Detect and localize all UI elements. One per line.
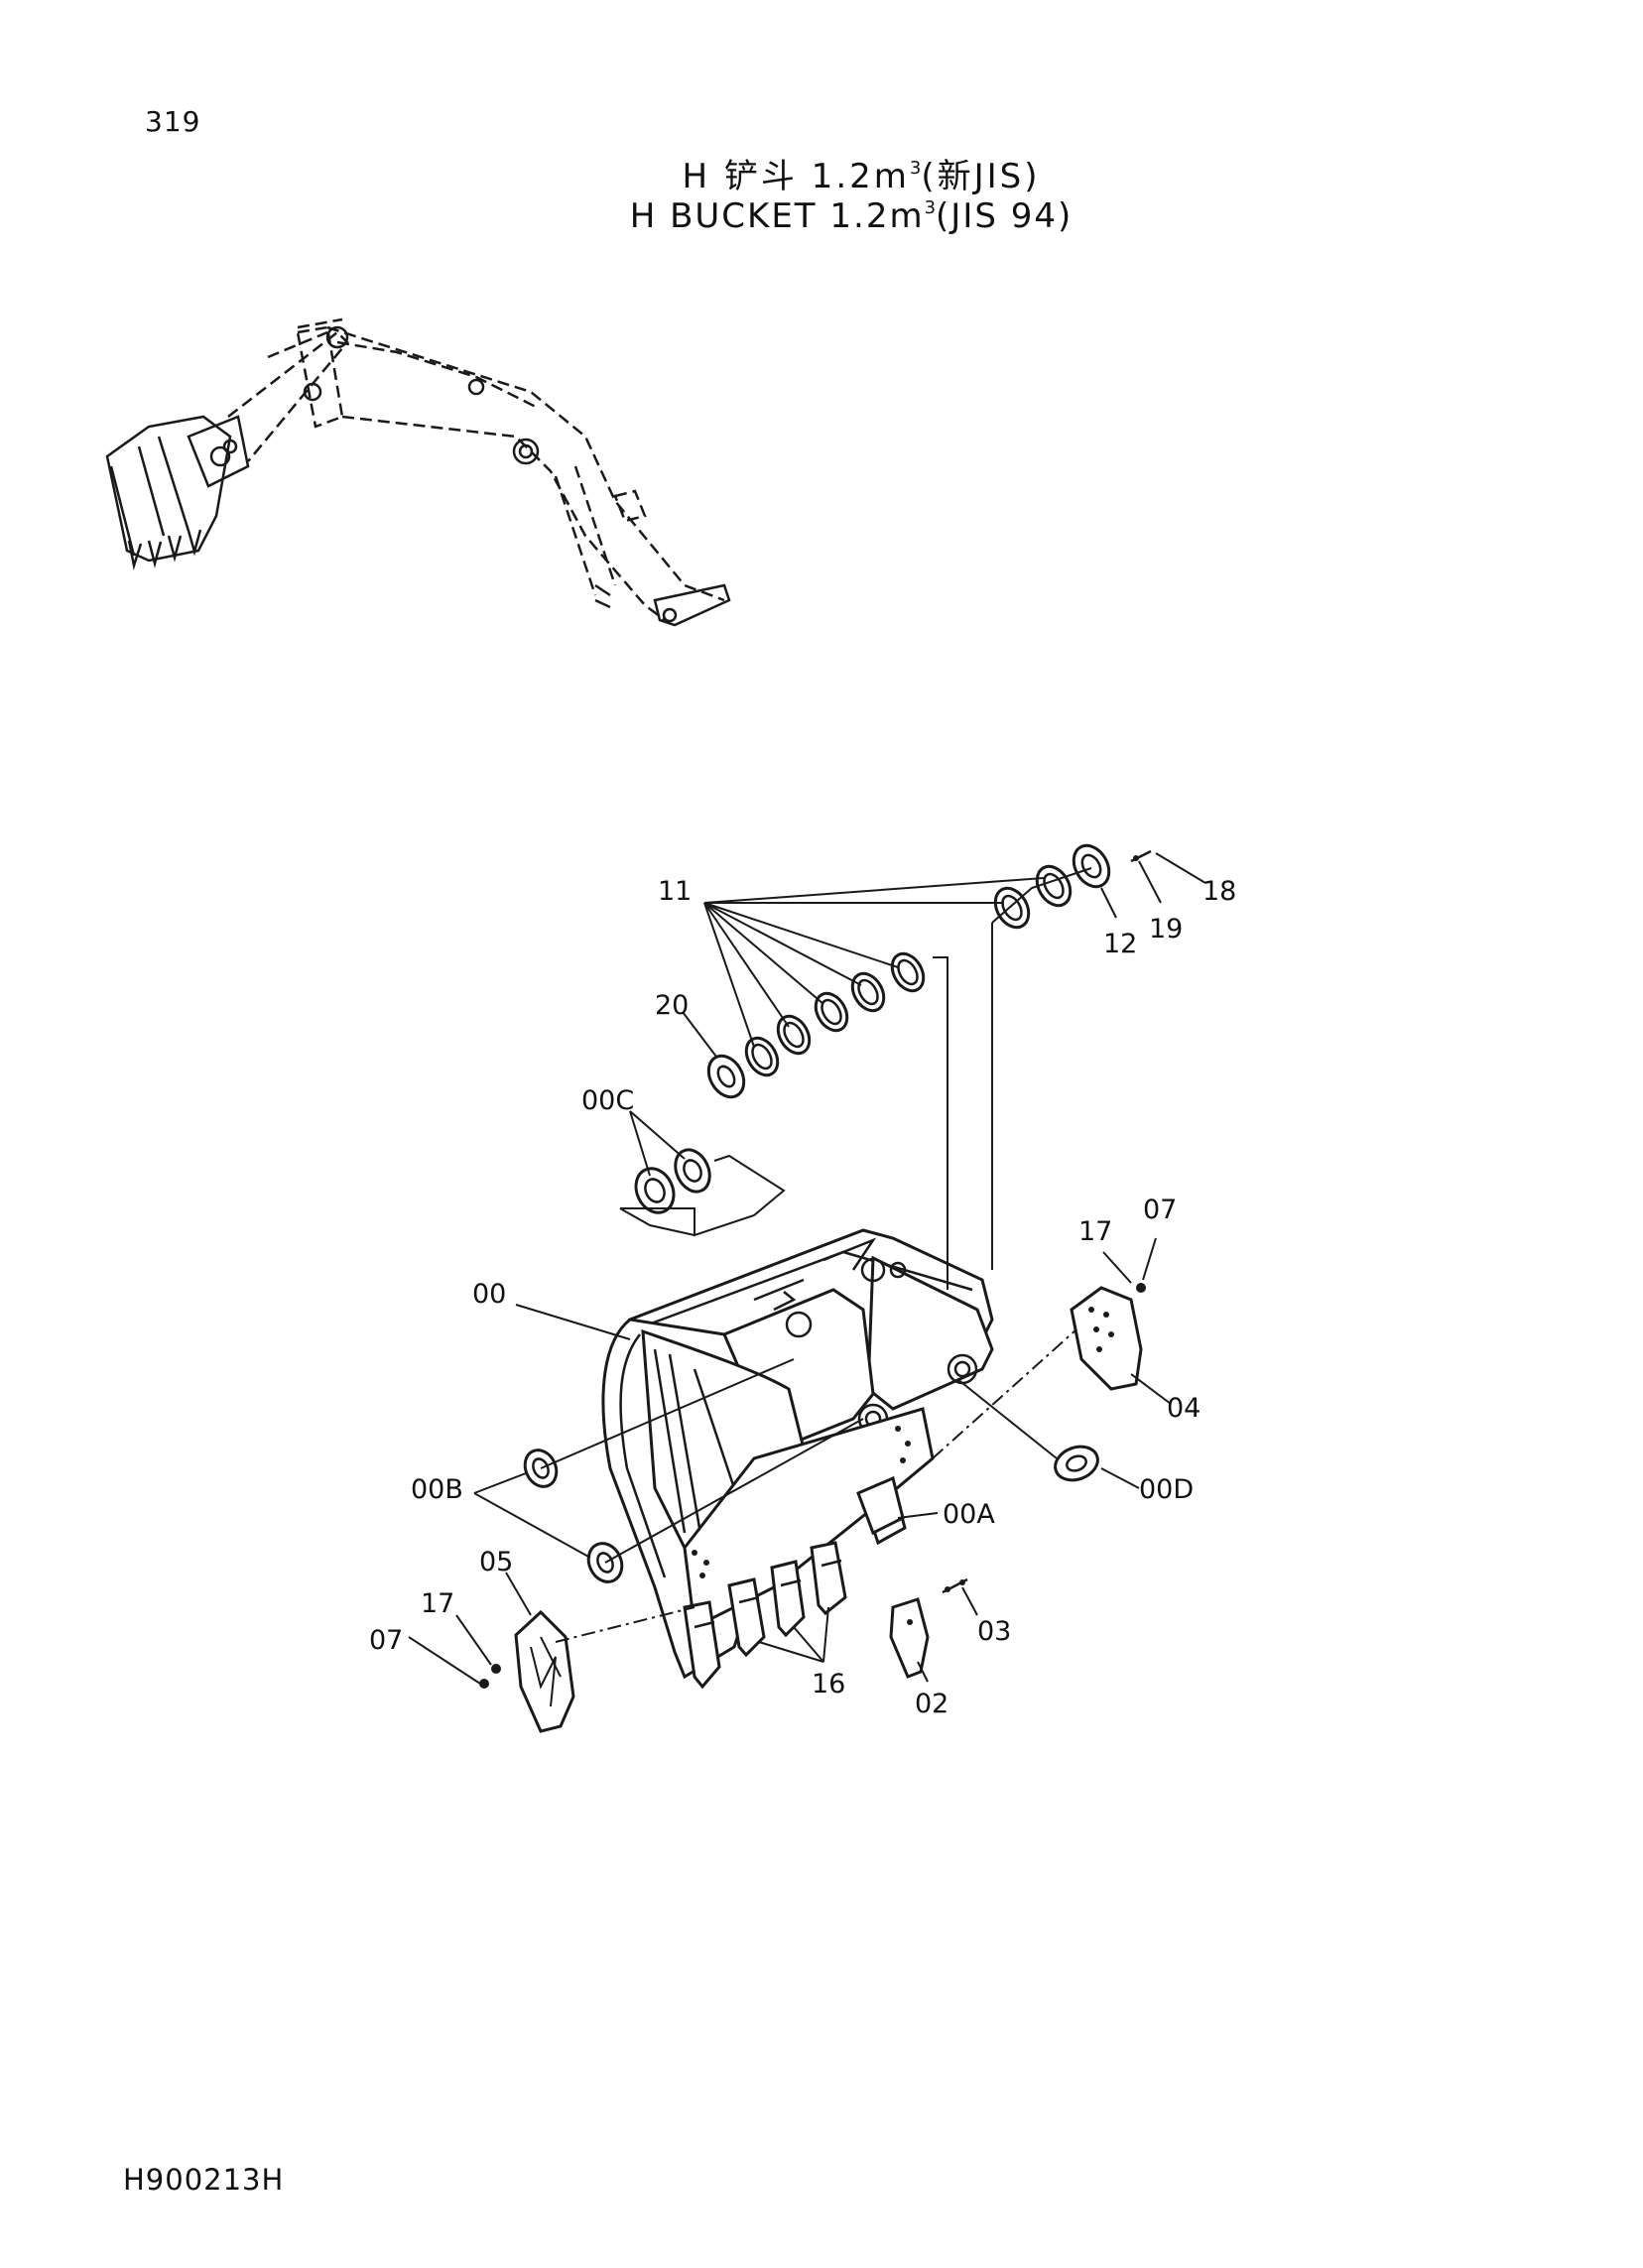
callout-11: 11 <box>658 876 692 907</box>
leader-lines <box>408 852 1206 1685</box>
title-english: H BUCKET 1.2m3(JIS 94) <box>0 196 1643 236</box>
title-en-prefix: H BUCKET 1.2m <box>629 196 925 236</box>
callout-00D: 00D <box>1139 1474 1194 1505</box>
title-chinese: H 铲斗 1.2m3(新JIS) <box>0 149 1643 197</box>
callout-17-right: 17 <box>1078 1216 1112 1247</box>
callout-19: 19 <box>1149 914 1183 945</box>
bucket-body <box>601 1228 994 1690</box>
callout-00B: 00B <box>411 1474 463 1505</box>
callout-20: 20 <box>655 990 689 1021</box>
pins-and-shims <box>523 843 1152 1583</box>
callout-07-left: 07 <box>369 1625 403 1656</box>
pin-03 <box>942 1577 968 1594</box>
callout-12: 12 <box>1103 929 1137 959</box>
callout-05: 05 <box>479 1547 513 1577</box>
callout-17-left: 17 <box>421 1588 454 1619</box>
callout-03: 03 <box>977 1616 1011 1647</box>
document-code: H900213H <box>123 2163 285 2197</box>
callout-00: 00 <box>472 1279 506 1310</box>
callout-00A: 00A <box>943 1499 995 1530</box>
side-cutter-left-05 <box>479 1609 575 1733</box>
title-en-superscript: 3 <box>924 197 937 218</box>
page-number: 319 <box>145 105 201 138</box>
assembly-lines <box>540 867 1092 1643</box>
callout-18: 18 <box>1202 876 1236 907</box>
side-cutter-right-04 <box>1070 1283 1146 1391</box>
callout-00C: 00C <box>581 1085 634 1116</box>
tooth-adapter-02 <box>889 1597 930 1679</box>
title-zh-superscript: 3 <box>909 158 922 179</box>
callout-02: 02 <box>915 1689 948 1719</box>
attachment-location-sketch <box>105 317 731 627</box>
callout-07-right: 07 <box>1143 1195 1177 1225</box>
callout-04: 04 <box>1167 1393 1201 1424</box>
callout-labels: 11 18 19 12 20 00C 17 07 00 04 00D 00B 0… <box>369 876 1236 1719</box>
title-zh-suffix: (新JIS) <box>921 157 1041 196</box>
callout-16: 16 <box>812 1669 845 1700</box>
title-en-suffix: (JIS 94) <box>936 196 1074 236</box>
title-zh-prefix: H 铲斗 1.2m <box>682 157 910 196</box>
